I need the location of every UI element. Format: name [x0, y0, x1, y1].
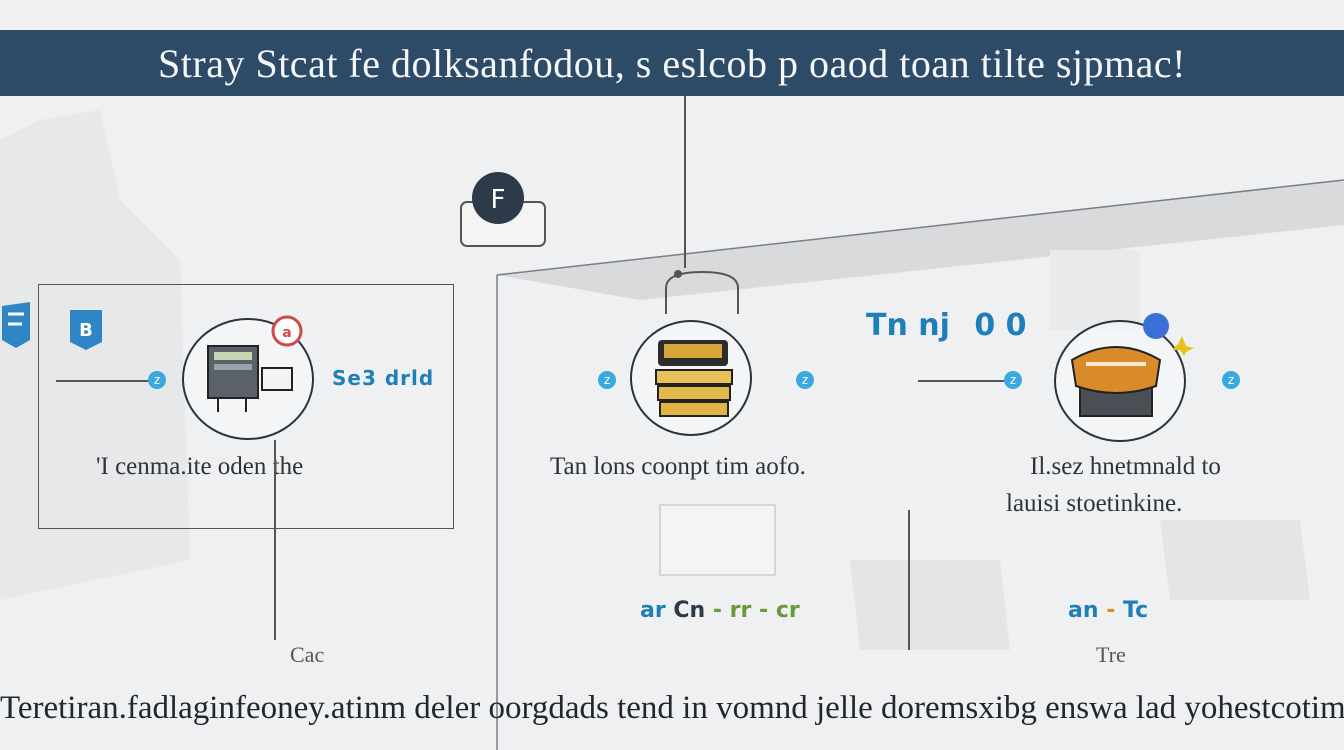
- step1-panel: [38, 284, 454, 529]
- step1-side-label: Se3 drld: [332, 366, 435, 390]
- step1-arrow-badge: z: [148, 371, 166, 389]
- step3-right-badge: z: [1222, 371, 1240, 389]
- step3-top-label: Tn nj 0 0: [866, 308, 1027, 343]
- svg-text:a: a: [282, 325, 291, 341]
- step3-arrow: [918, 380, 1004, 382]
- step3-footer-part: -: [1106, 598, 1116, 623]
- step2-footer-part: -: [712, 598, 722, 623]
- step3-caption-line1: Il.sez hnetmnald to: [1030, 453, 1221, 480]
- red-badge-icon: a: [271, 315, 303, 347]
- step1-arrow: [56, 380, 152, 382]
- step3-footer-part: Tc: [1123, 598, 1149, 623]
- step3-footer-sub: Tre: [1096, 642, 1126, 667]
- bottom-description: Teretiran.fadlaginfeoney.atinm deler oor…: [0, 690, 1344, 726]
- svg-text:B: B: [79, 320, 93, 341]
- stacked-trays-icon: [655, 340, 733, 417]
- step1-caption: 'I cenma.ite oden the: [96, 453, 304, 480]
- step3-footer: an - Tc: [1068, 598, 1148, 623]
- step2-hook-icon: [665, 270, 739, 314]
- shield-icon: [2, 302, 30, 348]
- step1-connector: [274, 440, 276, 640]
- banner-connector: [684, 96, 686, 268]
- step3-left-badge: z: [1004, 371, 1022, 389]
- step2-left-badge: z: [598, 371, 616, 389]
- star-badge-icon: [1143, 313, 1194, 356]
- step2-right-badge: z: [796, 371, 814, 389]
- step3-caption-line2: lauisi stoetinkine.: [1006, 490, 1183, 517]
- step2-footer-part: rr: [729, 598, 752, 623]
- step2-footer-part: -: [759, 598, 769, 623]
- step1-footer: Cac: [290, 642, 325, 667]
- f-camera-icon: F: [460, 172, 546, 247]
- step2-footer-part: ar: [640, 598, 666, 623]
- computer-icon: [207, 345, 293, 412]
- step2-caption: Tan lons coonpt tim aofo.: [550, 453, 806, 480]
- step2-footer: ar Cn - rr - cr: [640, 598, 800, 623]
- step3-footer-part: an: [1068, 598, 1099, 623]
- step2-footer-part: Cn: [673, 598, 706, 623]
- step3-connector: [908, 510, 910, 650]
- banner-title: Stray Stcat fe dolksanfodou, s eslcob p …: [158, 40, 1186, 86]
- step2-footer-part: cr: [775, 598, 800, 623]
- step1-tag-icon: B: [70, 310, 102, 350]
- title-banner: Stray Stcat fe dolksanfodou, s eslcob p …: [0, 30, 1344, 96]
- orange-box-icon: [1070, 346, 1162, 417]
- step3-top-label-a: Tn nj: [866, 308, 950, 343]
- svg-text:F: F: [491, 185, 506, 215]
- step3-top-label-b: 0 0: [974, 308, 1027, 343]
